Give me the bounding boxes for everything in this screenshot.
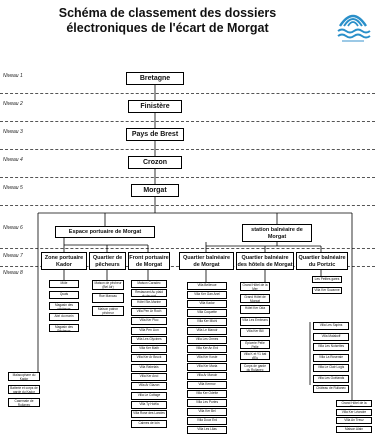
balneaire-item: Villa Le Manoir bbox=[187, 327, 227, 335]
portzic-item: Villa La Roseraie bbox=[313, 353, 349, 362]
balneaire-item: Villa Ker Maria bbox=[187, 363, 227, 371]
kador-item: Magasin des pêcheurs bbox=[49, 302, 79, 310]
level-label: Niveau 5 bbox=[3, 185, 23, 191]
balneaire-item: Villa Les Portes bbox=[187, 399, 227, 407]
balneaire-item: Villa Kermor bbox=[187, 381, 227, 389]
hotels-item: Villa K et Y1 bat d'Eu bbox=[240, 351, 270, 360]
portzic-low-item: Grand Hôtel de la Plage bbox=[336, 400, 372, 407]
node-finistere: Finistère bbox=[128, 100, 182, 113]
level-label: Niveau 1 bbox=[3, 73, 23, 79]
front-portuaire-item: Villa Ker Ar Bruck bbox=[131, 354, 167, 363]
level-label: Niveau 8 bbox=[3, 270, 23, 276]
level-label: Niveau 7 bbox=[3, 253, 23, 259]
level-label: Niveau 4 bbox=[3, 157, 23, 163]
balneaire-item: Villa Ker Odette bbox=[187, 390, 227, 398]
portzic-item: Villa Les Sapins bbox=[313, 322, 349, 330]
title-line-2: électroniques de l'écart de Morgat bbox=[66, 21, 269, 35]
front-portuaire-item: Villa Les Glycines bbox=[131, 335, 167, 344]
front-portuaire-item: Villa Le Cottage bbox=[131, 391, 167, 400]
front-portuaire-item: Villa Ar Glazon bbox=[131, 382, 167, 391]
level-separator bbox=[0, 205, 375, 206]
node-pays-de-brest: Pays de Brest bbox=[126, 128, 184, 141]
diagram-title: Schéma de classement des dossiers électr… bbox=[40, 6, 295, 36]
portzic-top-item: Les Petites gares bbox=[312, 276, 342, 283]
node-espace-portuaire: Espace portuaire de Morgat bbox=[55, 226, 155, 238]
kador-item: Magasin des Pêcheurs Chaussées bbox=[49, 324, 79, 332]
kador-low-item: Batterie et corps de garde du Kador bbox=[8, 385, 40, 394]
logo-icon bbox=[334, 4, 372, 44]
level-separator bbox=[0, 149, 375, 150]
hotels-item: Corps de garde du Rulianec bbox=[240, 362, 270, 372]
kador-item: Quais bbox=[49, 291, 79, 299]
balneaire-item: Villa Les Ormes bbox=[187, 336, 227, 344]
front-portuaire-item: Calmes de loin bbox=[131, 419, 167, 428]
pecheurs-item: Maison de pêcheur (Bel Air) bbox=[92, 280, 124, 290]
portzic-low-item: Maison Alain bbox=[336, 425, 372, 433]
node-front-portuaire: Front portuaire de Morgat bbox=[128, 252, 170, 270]
level-label: Niveau 6 bbox=[3, 225, 23, 231]
front-portuaire-item: Maison Caradec bbox=[131, 280, 167, 288]
title-line-1: Schéma de classement des dossiers bbox=[58, 6, 277, 20]
balneaire-item: Villa Ker Gan Anel bbox=[187, 291, 227, 299]
level-separator bbox=[0, 121, 375, 122]
kador-low-item: Malacophare du Kador bbox=[8, 372, 40, 381]
level-label: Niveau 3 bbox=[3, 129, 23, 135]
kador-item: Môle bbox=[49, 280, 79, 288]
balneaire-item: Villa Ar Manoir bbox=[187, 372, 227, 380]
front-portuaire-item: Restaurant Au plaid du de port bbox=[131, 289, 167, 298]
node-quartier-pecheurs: Quartier de pêcheurs bbox=[89, 252, 126, 270]
front-portuaire-item: Villa Pen Ar Roch bbox=[131, 307, 167, 316]
node-morgat: Morgat bbox=[131, 184, 179, 197]
pecheurs-item: Rue Mancau bbox=[92, 293, 124, 303]
front-portuaire-item: Villa Rabelais bbox=[131, 363, 167, 372]
hotels-item: Villa Les Embruns bbox=[240, 316, 270, 326]
pecheurs-item: Maison patron pêcheur bbox=[92, 306, 124, 316]
kador-item: Abri du marin bbox=[49, 313, 79, 321]
portzic-item: Villa Le Clair Logis bbox=[313, 364, 349, 372]
node-bretagne: Bretagne bbox=[126, 72, 184, 85]
node-quartier-balneaire-morgat: Quartier balnéaire de Morgat bbox=[179, 252, 234, 270]
hotels-item: Villa Ker Bili bbox=[240, 328, 270, 337]
balneaire-item: Villa Ker Koste bbox=[187, 354, 227, 362]
front-portuaire-item: Villa Ker Anci bbox=[131, 373, 167, 381]
level-label: Niveau 2 bbox=[3, 101, 23, 107]
node-quartier-hotels: Quartier balnéaire des hôtels de Morgat bbox=[236, 252, 294, 270]
balneaire-item: Villa Ker An Erd bbox=[187, 345, 227, 353]
front-portuaire-item: Hôtel Ste-Marine bbox=[131, 298, 167, 307]
node-station-balneaire: station balnéaire de Morgat bbox=[242, 224, 312, 242]
hotels-item: Épicerie Pelle Pelle bbox=[240, 339, 270, 349]
kador-low-item: Casemate de Rulianec bbox=[8, 398, 40, 407]
balneaire-item: Villa Ker Michi bbox=[187, 318, 227, 326]
node-quartier-portzic: Quartier balnéaire du Portzic bbox=[296, 252, 348, 270]
portzic-item: Villa Les Goélands bbox=[313, 374, 349, 383]
front-portuaire-item: Villa Rose des Landes bbox=[131, 410, 167, 419]
portzic-item: Villa Les Noisettes bbox=[313, 343, 349, 351]
portzic-low-item: Villa Ker Léandre bbox=[336, 408, 372, 416]
level-separator bbox=[0, 177, 375, 178]
front-portuaire-item: Villa Pen Lion bbox=[131, 326, 167, 335]
hotels-item: Grand Hôtel de la Mer bbox=[240, 282, 270, 291]
front-portuaire-item: Villa Ker Math bbox=[131, 345, 167, 354]
level-separator bbox=[0, 248, 375, 249]
portzic-item: Villa Malakoff bbox=[313, 332, 349, 341]
node-crozon: Crozon bbox=[128, 156, 182, 169]
front-portuaire-item: Villa Ty Hoëla bbox=[131, 400, 167, 409]
balneaire-item: Villa Coquette bbox=[187, 309, 227, 317]
balneaire-item: Villa Ker Bel bbox=[187, 408, 227, 416]
front-portuaire-item: Villa Ker Pico bbox=[131, 317, 167, 326]
balneaire-item: Villa Les Lilas bbox=[187, 426, 227, 434]
portzic-item: Château de Rulianec bbox=[313, 385, 349, 393]
balneaire-item: Villa Doux Erd bbox=[187, 417, 227, 425]
level-separator bbox=[0, 93, 375, 94]
balneaire-item: Villa Bellevue bbox=[187, 282, 227, 290]
balneaire-item: Villa Kador bbox=[187, 300, 227, 308]
hotels-item: Grand Hôtel de Morgat bbox=[240, 293, 270, 303]
node-zone-kador: Zone portuaire Kador bbox=[41, 252, 87, 270]
hotels-item: Hôtel Ker Oda bbox=[240, 305, 270, 314]
portzic-top-item: Villa Ker Suzanne bbox=[312, 287, 342, 294]
portzic-low-item: Villa An Treuz bbox=[336, 417, 372, 425]
